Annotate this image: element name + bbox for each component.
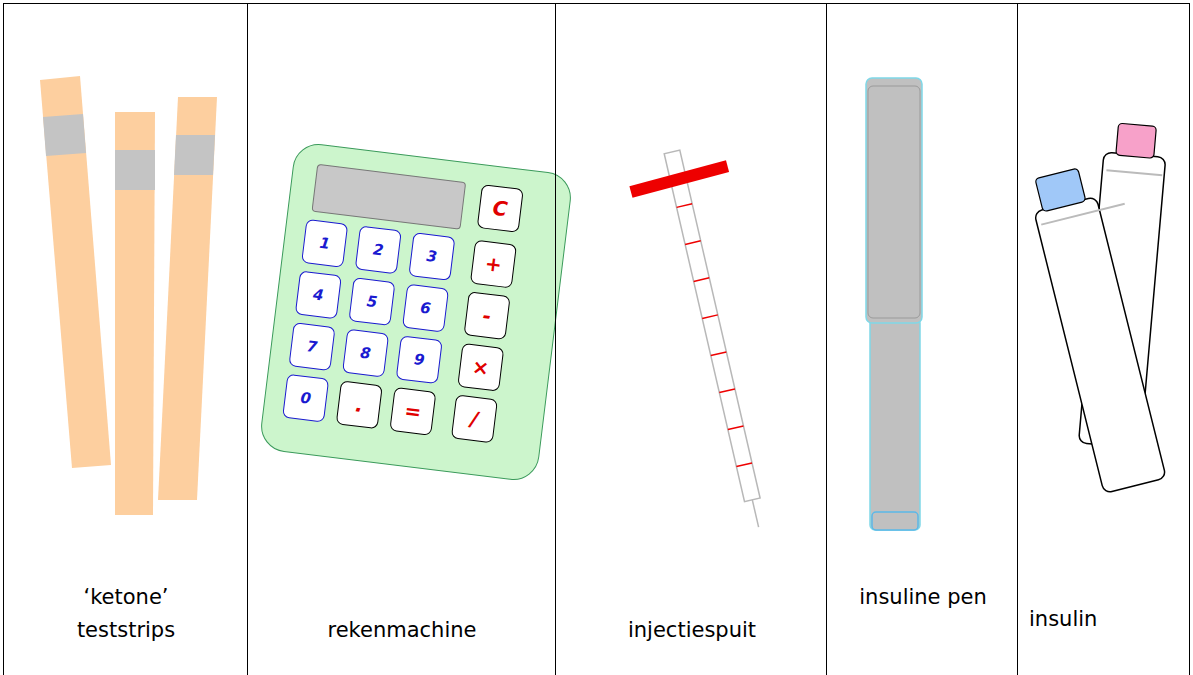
calculator-key: = [389,387,436,436]
calculator-key: 3 [408,232,455,281]
key-label: 6 [419,299,432,318]
key-label: = [403,398,423,424]
key-label: / [469,407,479,432]
item-caption: ‘ketone’ teststrips [56,581,196,647]
key-label: 7 [306,337,319,356]
calculator-key: 7 [288,322,335,371]
key-label: - [481,303,492,328]
key-label: 5 [366,292,379,311]
insulin-pen [866,78,922,530]
calculator: C 1 2 3 +4 5 6 - 7 8 9 × 0. = / [258,141,574,483]
calculator-key: C [477,184,524,233]
key-label: 3 [426,247,439,266]
calculator-key: - [464,291,511,340]
table-cell: rekenmachine C 1 2 3 +4 5 6 - 7 8 9 × 0. = / [247,3,555,675]
item-caption: rekenmachine [272,614,532,647]
key-label: 9 [413,350,426,369]
item-caption: insulin [1029,603,1179,636]
item-caption: insuline pen [858,581,988,614]
calculator-key: 0 [282,374,329,423]
table-cell: insuline pen [826,3,1017,675]
key-label: 8 [359,344,372,363]
key-label: 1 [318,234,331,253]
insulin-vial-front [1026,159,1191,493]
syringe [624,140,808,538]
calculator-key: 8 [342,329,389,378]
calculator-key: 5 [348,277,395,326]
calculator-key: 6 [402,284,449,333]
calculator-key: 2 [355,226,402,275]
key-label: C [491,196,509,222]
calculator-key: + [470,240,517,289]
test-strips [40,76,217,515]
item-caption: injectiespuit [572,614,812,647]
key-label: × [471,354,491,380]
key-label: 2 [372,240,385,259]
table-cell: injectiespuit [555,3,826,675]
key-label: 4 [312,285,325,304]
calculator-key: 9 [396,335,443,384]
calculator-key: 1 [301,219,348,268]
table-cell: ‘ketone’ teststrips [3,3,247,675]
calculator-key: × [457,343,504,392]
key-label: 0 [299,389,312,408]
calculator-key: . [336,380,383,429]
calculator-key: / [451,395,498,444]
key-label: + [484,251,504,277]
calculator-key: 4 [295,271,342,320]
table-cell: insulin [1017,3,1190,675]
key-label: . [354,392,364,417]
